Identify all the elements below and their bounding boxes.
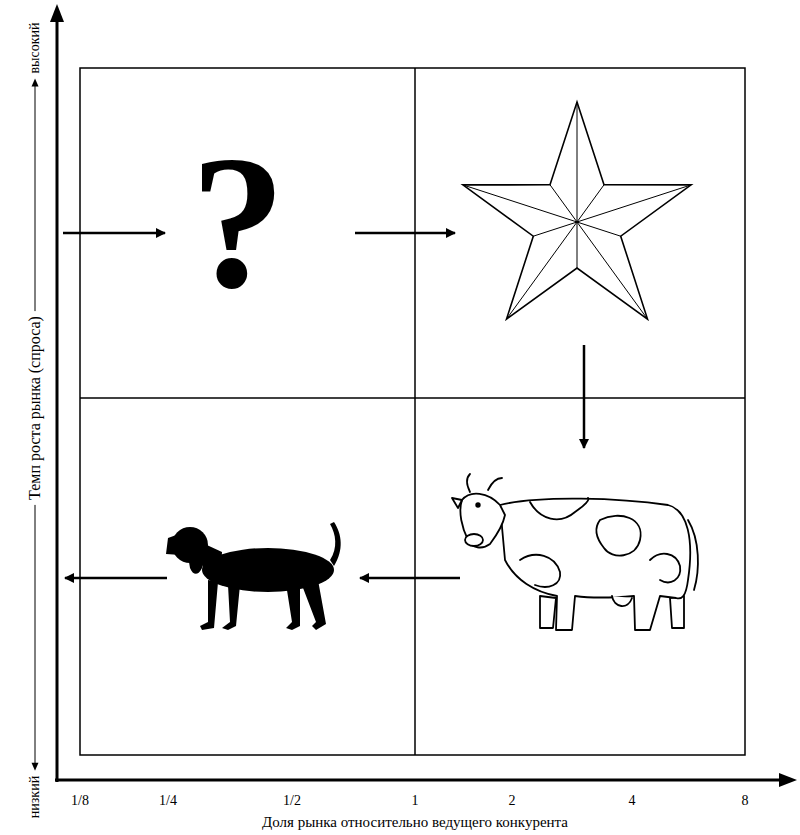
dog-icon (166, 522, 341, 630)
axis-arrowhead (50, 4, 64, 22)
star-facet (533, 222, 577, 236)
tick-label: 1 (412, 794, 419, 808)
tick-label: 4 (629, 794, 636, 808)
guide-line (35, 505, 36, 765)
axes (55, 14, 786, 782)
tick-label: 1/2 (283, 794, 301, 808)
matrix-grid (80, 68, 745, 755)
tick-label: 2 (509, 794, 516, 808)
star-facet (507, 222, 578, 319)
star-facet (550, 185, 577, 222)
cow-icon (452, 474, 698, 630)
guide-arrowhead (32, 79, 39, 87)
tick-label: 1/8 (71, 794, 89, 808)
star-facet (577, 222, 648, 319)
star-facet (577, 222, 621, 236)
axis-arrowhead (779, 773, 797, 787)
star-facet (577, 222, 578, 268)
question-mark-symbol: ? (191, 127, 286, 317)
axis-title: Доля рынка относительно ведущего конкуре… (262, 815, 568, 830)
tick-label: 8 (742, 794, 749, 808)
star-facet (577, 102, 578, 222)
star-facet (577, 185, 691, 222)
guide-arrowhead (32, 763, 39, 771)
star-facet (463, 185, 577, 222)
axis-end-label: низкий (28, 776, 42, 818)
tick-label: 1/4 (159, 794, 177, 808)
axis-title: Темп роста рынка (спроса) (27, 316, 43, 500)
axis-end-label: высокий (28, 22, 42, 73)
star-icon (463, 102, 691, 319)
guide-line (35, 85, 36, 312)
star-facet (577, 185, 604, 222)
